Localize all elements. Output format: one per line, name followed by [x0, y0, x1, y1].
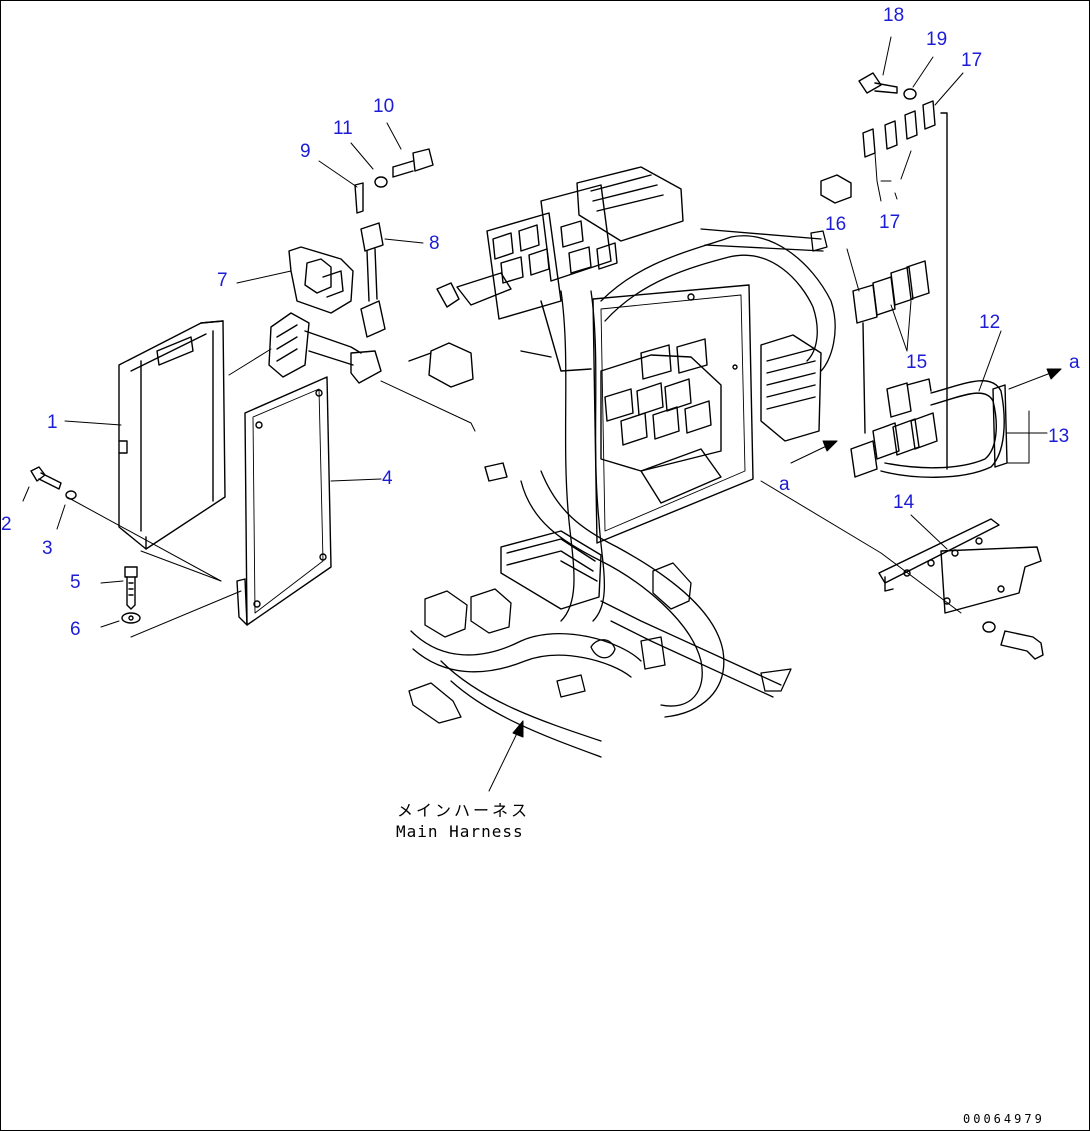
- direction-arrows: [488, 368, 1062, 792]
- fasteners-left: [30, 466, 141, 624]
- relay-harness-right: [820, 72, 1044, 660]
- callout-16: 16: [825, 214, 847, 235]
- drawing-number: 00064979: [963, 1112, 1045, 1126]
- callout-12: 12: [979, 312, 1001, 333]
- callout-19: 19: [926, 29, 948, 50]
- callout-17-upper: 17: [961, 50, 983, 71]
- callout-5: 5: [70, 572, 81, 593]
- main-harness-tubes: [408, 228, 836, 758]
- callout-1: 1: [47, 412, 58, 433]
- main-harness-label-jp: メインハーネス: [397, 801, 531, 820]
- leader-lines: [22, 36, 1048, 638]
- callout-6: 6: [70, 619, 81, 640]
- callout-a-center: a: [779, 474, 790, 495]
- callout-14: 14: [893, 492, 915, 513]
- callout-15: 15: [906, 352, 928, 373]
- callout-a-right: a: [1069, 352, 1080, 373]
- relay-harness-upper-left: [268, 148, 434, 384]
- controller-unit: [118, 320, 226, 550]
- main-harness-label-en: Main Harness: [396, 822, 524, 841]
- relay-box-assembly: [408, 166, 822, 610]
- callout-3: 3: [42, 538, 53, 559]
- callout-11: 11: [333, 118, 353, 139]
- callout-18: 18: [883, 5, 905, 26]
- mounting-plate: [236, 376, 332, 626]
- callout-13: 13: [1048, 426, 1070, 447]
- callout-17-lower: 17: [879, 212, 901, 233]
- callout-2: 2: [1, 514, 12, 535]
- callout-9: 9: [300, 141, 311, 162]
- callout-7: 7: [217, 270, 228, 291]
- callout-10: 10: [373, 96, 395, 117]
- callout-4: 4: [382, 468, 393, 489]
- callout-8: 8: [429, 233, 440, 254]
